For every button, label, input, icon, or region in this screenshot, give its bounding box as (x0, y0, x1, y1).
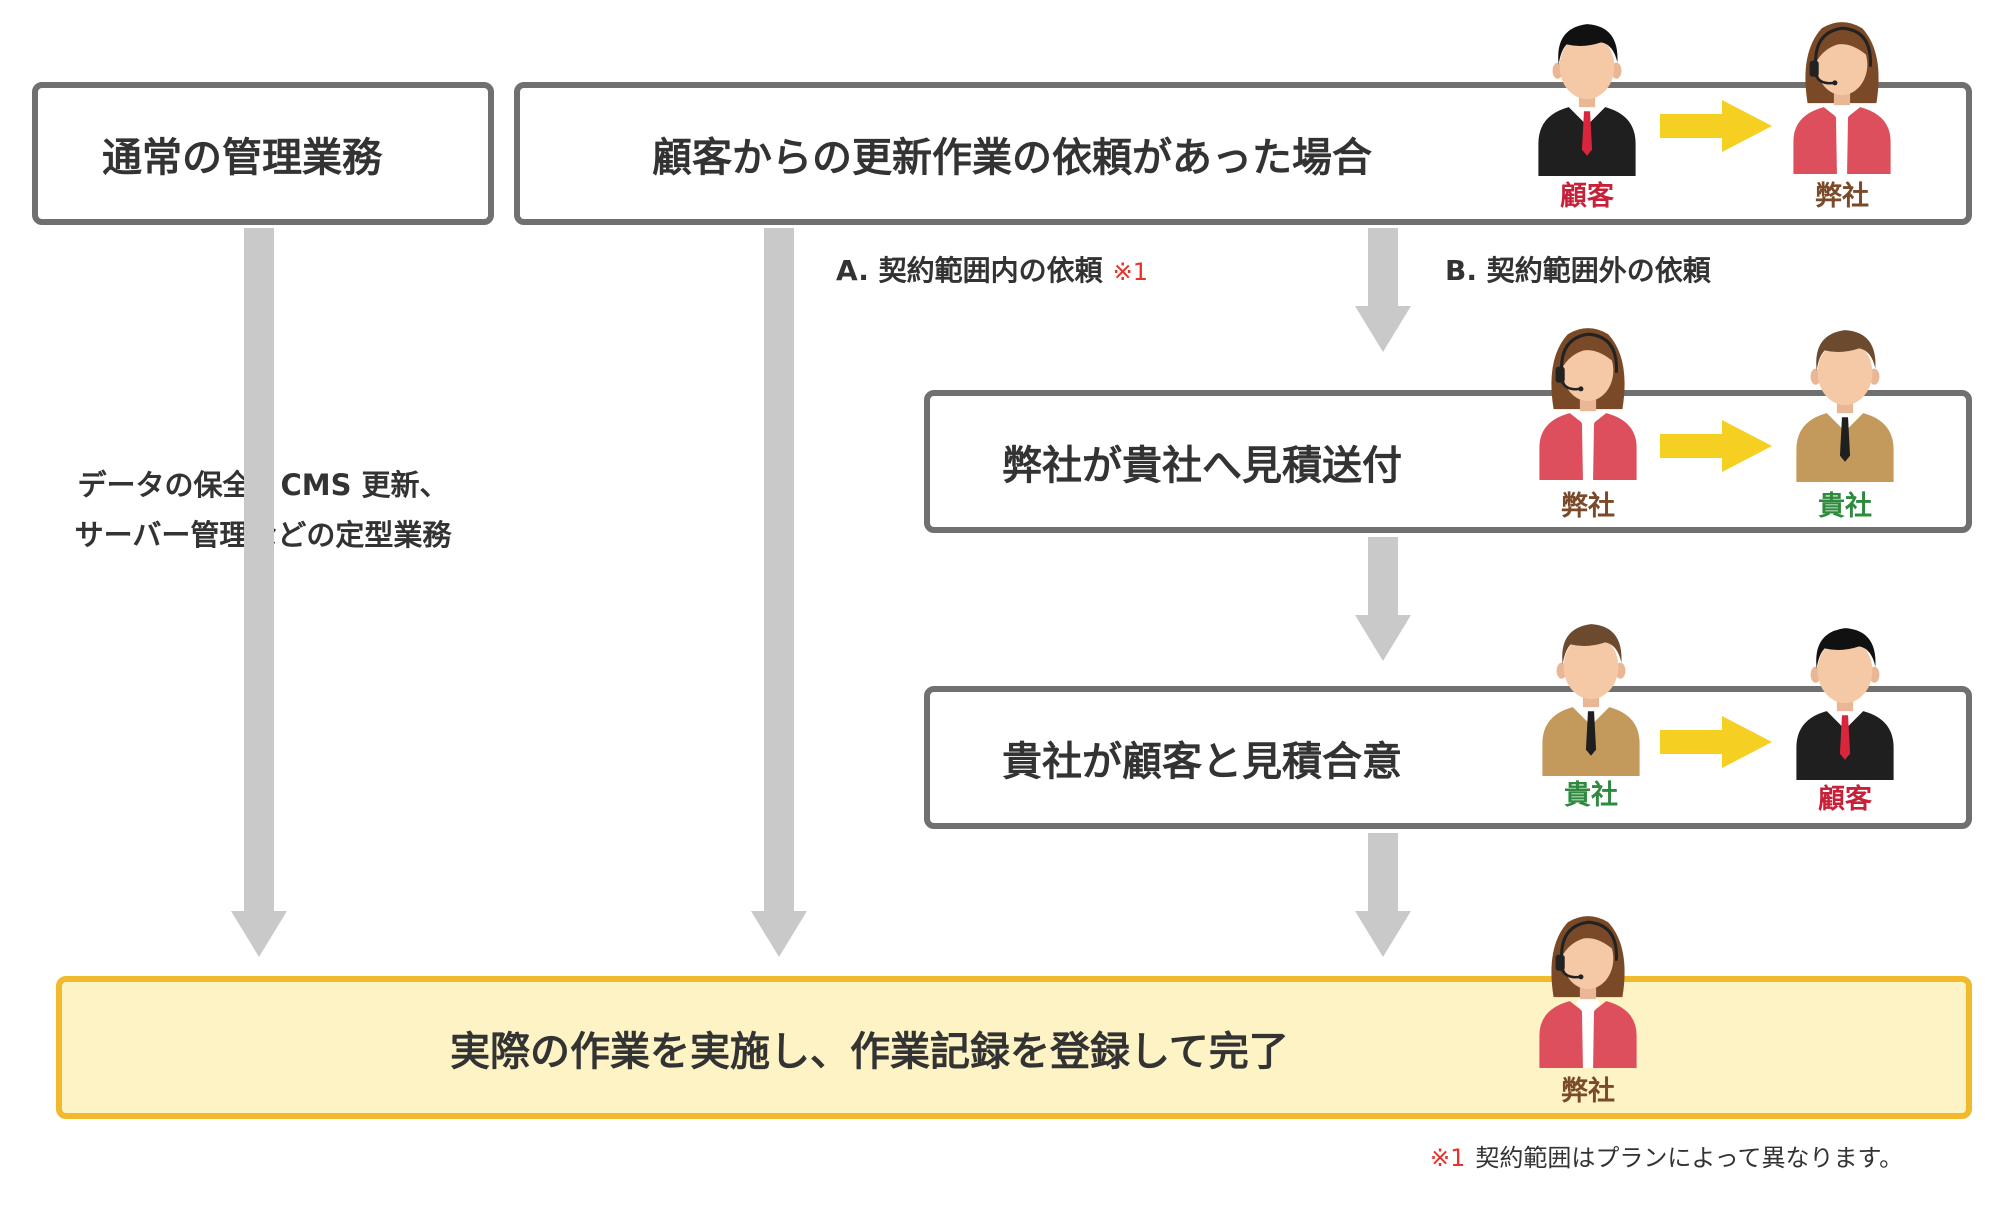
down-arrow-icon (1355, 615, 1411, 661)
customer-label: 顧客 (1560, 181, 1614, 212)
footnote: ※1 契約範囲はプランによって異なります。 (1430, 1138, 1903, 1173)
client-person-icon (1790, 320, 1900, 482)
us-label: 弊社 (1815, 181, 1869, 212)
estimate-agree-title: 貴社が顧客と見積合意 (1002, 739, 1402, 785)
down-arrow-icon (751, 911, 807, 957)
normal-operations-box: 通常の管理業務 (32, 82, 494, 225)
normal-flow-arrow-shaft (244, 228, 274, 913)
you-label: 貴社 (1818, 491, 1872, 522)
down-arrow-icon (1355, 306, 1411, 352)
down-arrow-icon (1355, 911, 1411, 957)
branch-b-label: B. 契約範囲外の依頼 (1445, 254, 1711, 287)
operator-headset-icon (1536, 318, 1640, 480)
down-arrow-icon (231, 911, 287, 957)
branch-b-arrow-shaft (1368, 228, 1398, 308)
completion-title: 実際の作業を実施し、作業記録を登録して完了 (450, 1029, 1289, 1075)
yellow-arrow-right-icon (1660, 716, 1772, 768)
you-label: 貴社 (1564, 780, 1618, 811)
operator-headset-icon (1536, 906, 1640, 1068)
operator-headset-icon (1790, 12, 1894, 174)
branch-a-text: A. 契約範囲内の依頼 (836, 254, 1103, 287)
us-label: 弊社 (1561, 1076, 1615, 1107)
customer-request-title: 顧客からの更新作業の依頼があった場合 (652, 135, 1372, 181)
client-person-icon (1536, 614, 1646, 776)
yellow-arrow-right-icon (1660, 100, 1772, 152)
normal-operations-title: 通常の管理業務 (102, 135, 382, 181)
agree-flow-arrow-shaft (1368, 833, 1398, 913)
footnote-text: 契約範囲はプランによって異なります。 (1475, 1144, 1904, 1172)
yellow-arrow-right-icon (1660, 420, 1772, 472)
branch-a-label: A. 契約範囲内の依頼 ※1 (836, 257, 1148, 285)
branch-a-note-mark: ※1 (1112, 258, 1148, 286)
customer-person-icon (1790, 618, 1900, 780)
customer-label: 顧客 (1818, 784, 1872, 815)
customer-person-icon (1532, 14, 1642, 176)
us-label: 弊社 (1561, 491, 1615, 522)
branch-a-arrow-shaft (764, 228, 794, 913)
estimate-send-box: 弊社が貴社へ見積送付 (924, 390, 1972, 533)
completion-box: 実際の作業を実施し、作業記録を登録して完了 (56, 976, 1972, 1119)
estimate-send-title: 弊社が貴社へ見積送付 (1002, 443, 1402, 489)
footnote-mark: ※1 (1430, 1144, 1466, 1172)
estimate-flow-arrow-shaft (1368, 537, 1398, 617)
